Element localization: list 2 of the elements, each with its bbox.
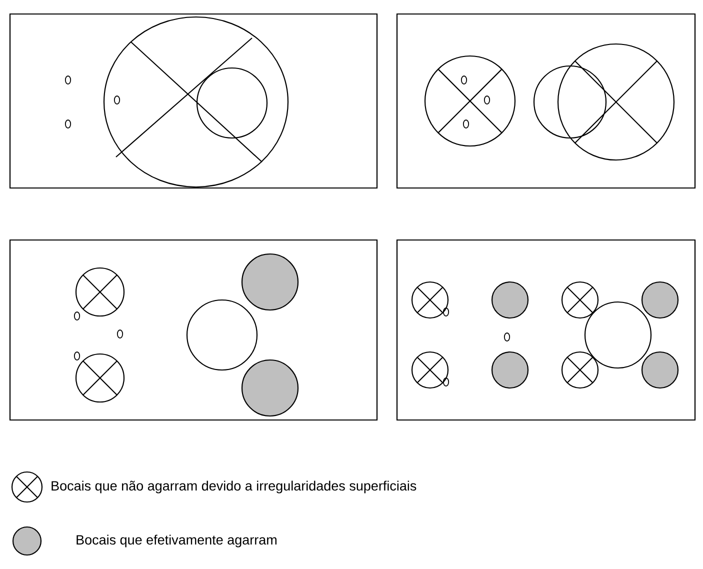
legend-text: Bocais que efetivamente agarram [76,534,276,548]
legend-text: Bocais que não agarram devido a irregularidades superficiais [52,480,416,494]
